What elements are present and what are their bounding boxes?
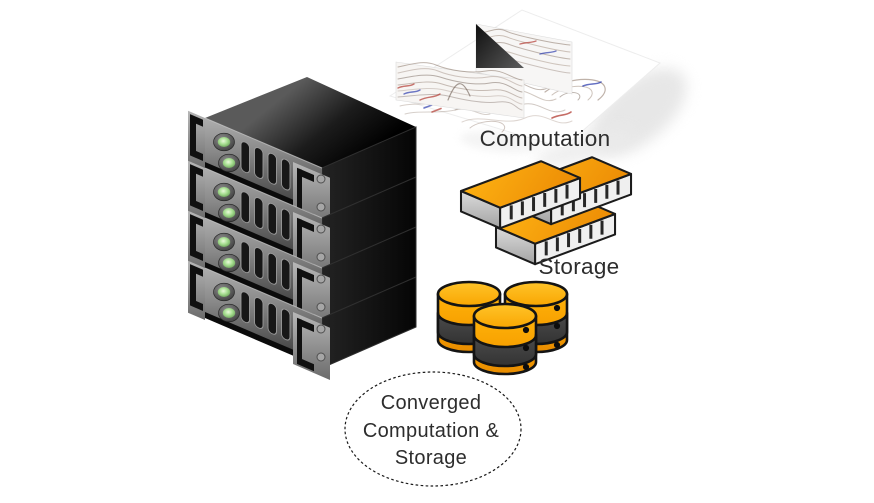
converged-callout: Converged Computation & Storage xyxy=(344,371,522,487)
storage-modules xyxy=(459,155,633,266)
server-rack xyxy=(187,77,417,381)
database-stack xyxy=(436,280,569,376)
computation-label: Computation xyxy=(480,126,611,151)
storage-label: Storage xyxy=(539,254,620,279)
converged-ellipse xyxy=(344,371,522,487)
plane-shadow xyxy=(460,68,687,168)
rack-top-face xyxy=(205,77,416,168)
converged-label-line3: Storage xyxy=(395,447,467,469)
converged-label-line1: Converged xyxy=(381,392,482,414)
front-slice-streamlines xyxy=(397,62,523,111)
converged-label-line2: Computation & xyxy=(363,420,500,442)
slice-corner-triangle xyxy=(476,24,524,68)
front-slice-plane xyxy=(395,61,525,119)
database-cylinder-3 xyxy=(472,302,538,376)
flow-visualization xyxy=(388,9,687,168)
